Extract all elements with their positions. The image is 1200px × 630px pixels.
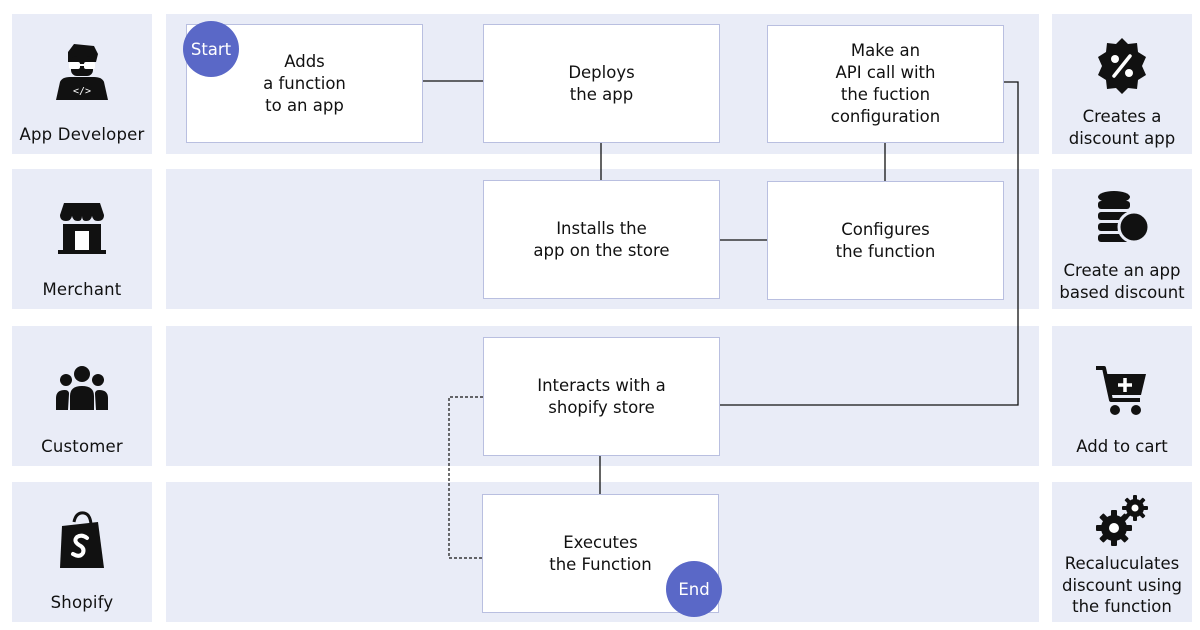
percent-badge-icon	[1098, 38, 1146, 94]
lane-merchant: Merchant	[12, 169, 152, 309]
outcome-label: Recaluculates discount using the functio…	[1061, 554, 1183, 616]
lane-label-text: Merchant	[42, 280, 122, 299]
outcome-label: Add to cart	[1076, 437, 1168, 456]
step-deploys-app: Deploys the app	[483, 24, 720, 143]
coins-icon	[1098, 191, 1150, 244]
outcome-create-app-discount: Create an app based discount	[1052, 169, 1192, 309]
lane-label-text: Shopify	[50, 593, 114, 612]
shopify-bag-icon	[60, 511, 104, 568]
cart-plus-icon	[1096, 366, 1146, 415]
lane-label-text: App Developer	[19, 125, 145, 144]
outcome-label: Creates a discount app	[1068, 107, 1176, 148]
start-badge: Start	[183, 21, 239, 77]
step-interacts-store: Interacts with a shopify store	[483, 337, 720, 456]
end-badge: End	[666, 561, 722, 617]
customers-icon	[56, 366, 108, 410]
svg-text:</>: </>	[73, 86, 91, 97]
lane-shopify: Shopify	[12, 482, 152, 622]
lane-label-text: Customer	[41, 437, 123, 456]
connector-api-to-interacts	[719, 81, 1019, 406]
outcome-recalculates-discount: Recaluculates discount using the functio…	[1052, 482, 1192, 622]
developer-icon: </>	[56, 44, 108, 100]
outcome-add-to-cart: Add to cart	[1052, 326, 1192, 466]
step-installs-app: Installs the app on the store	[483, 180, 720, 299]
step-configures-function: Configures the function	[767, 181, 1004, 300]
gears-icon	[1096, 495, 1148, 546]
outcome-label: Create an app based discount	[1059, 261, 1185, 302]
lane-customer: Customer	[12, 326, 152, 466]
store-icon	[58, 203, 106, 254]
lane-app-developer: </> App Developer	[12, 14, 152, 154]
connector-dashed-loop	[448, 396, 483, 559]
outcome-creates-discount-app: Creates a discount app	[1052, 14, 1192, 154]
step-make-api-call: Make an API call with the fuction config…	[767, 25, 1004, 143]
